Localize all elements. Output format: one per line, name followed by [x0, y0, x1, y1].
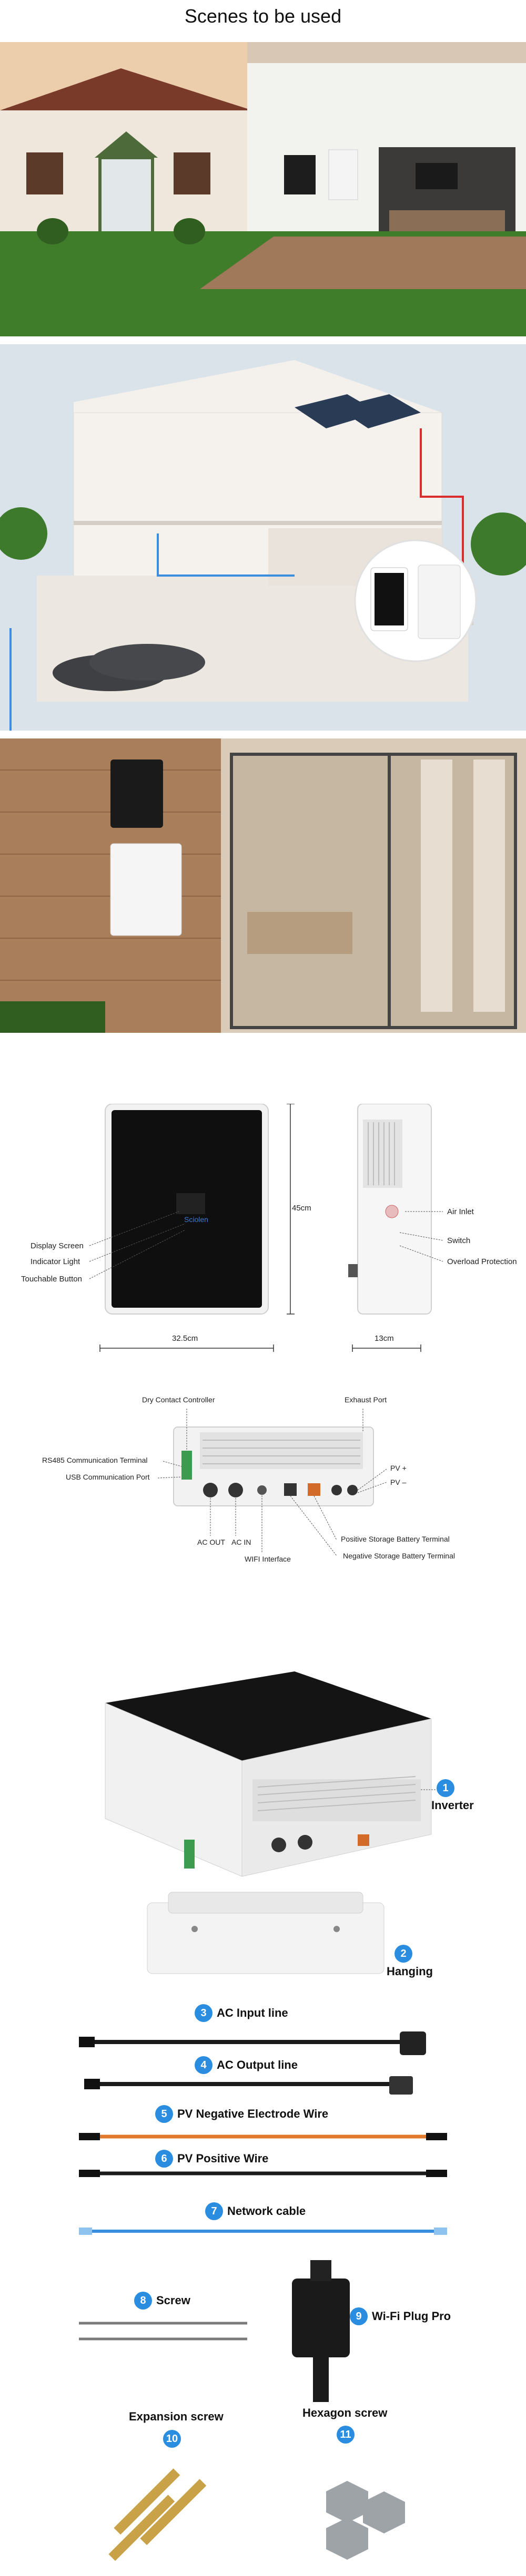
accessory-number-badge: 11	[337, 2426, 355, 2444]
dimension-diagram: 45cm 32.5cm 13cm Sciolen Display Screen …	[0, 1104, 526, 1377]
dimension-svg	[89, 1104, 443, 1352]
accessory-number-badge: 4	[195, 2056, 213, 2074]
accessory-number-badge: 7	[205, 2202, 223, 2220]
accessory-label-screw: Screw	[156, 2294, 190, 2307]
accessory-number-badge: 8	[134, 2292, 152, 2310]
accessory-item-2: 2	[394, 1945, 417, 1963]
callout-display-screen: Display Screen	[31, 1241, 84, 1250]
accessory-label-network-cable: Network cable	[227, 2204, 306, 2218]
callout-ac-in: AC IN	[231, 1538, 251, 1546]
accessory-number-badge: 10	[163, 2430, 181, 2448]
accessory-number-badge: 5	[155, 2105, 173, 2123]
callout-rs485: RS485 Communication Terminal	[42, 1456, 148, 1464]
accessory-item-5: 5 PV Negative Electrode Wire	[155, 2105, 328, 2123]
accessory-label-expansion-screw: Expansion screw	[129, 2410, 224, 2423]
accessory-label-pv-negative: PV Negative Electrode Wire	[177, 2107, 329, 2120]
wall-installation-illustration	[0, 738, 526, 1033]
accessories-section: 1 Inverter 2 Hanging 3 AC Input line 4 A…	[0, 1661, 526, 2576]
callout-wifi: WIFI Interface	[245, 1555, 291, 1563]
accessory-item-11: 11	[337, 2426, 359, 2444]
accessory-item-6: 6 PV Positive Wire	[155, 2150, 268, 2168]
depth-dimension: 13cm	[375, 1334, 394, 1343]
accessory-number-badge: 9	[350, 2307, 368, 2325]
ports-svg	[157, 1409, 387, 1556]
accessory-item-3: 3 AC Input line	[195, 2004, 288, 2022]
page-title: Scenes to be used	[184, 5, 342, 27]
callout-dry-contact: Dry Contact Controller	[142, 1395, 215, 1404]
accessory-item-1: 1	[437, 1779, 459, 1797]
accessory-label-inverter: Inverter	[431, 1799, 474, 1812]
house-exterior-illustration	[0, 42, 526, 336]
callout-touchable-button: Touchable Button	[21, 1275, 82, 1284]
callout-usb: USB Communication Port	[66, 1473, 150, 1481]
height-dimension: 45cm	[292, 1204, 311, 1213]
scene-house-cutaway	[0, 344, 526, 731]
accessory-item-9: 9 Wi-Fi Plug Pro	[350, 2307, 451, 2325]
accessory-item-7: 7 Network cable	[205, 2202, 306, 2220]
ports-diagram: Dry Contact Controller Exhaust Port RS48…	[0, 1388, 526, 1572]
width-dimension: 32.5cm	[172, 1334, 198, 1343]
accessory-number-badge: 2	[394, 1945, 412, 1963]
callout-negative-battery: Negative Storage Battery Terminal	[343, 1552, 455, 1560]
scene-house-exterior	[0, 42, 526, 336]
accessory-number-badge: 1	[437, 1779, 454, 1797]
callout-pv-minus: PV –	[390, 1478, 407, 1486]
callout-air-inlet: Air Inlet	[447, 1207, 474, 1216]
callout-ac-out: AC OUT	[197, 1538, 225, 1546]
accessories-svg	[79, 1671, 447, 2561]
accessory-label-ac-output: AC Output line	[217, 2058, 298, 2071]
scene-wall-installation	[0, 738, 526, 1033]
accessory-label-pv-positive: PV Positive Wire	[177, 2152, 269, 2165]
accessory-item-10: 10	[163, 2430, 185, 2448]
callout-pv-plus: PV +	[390, 1464, 407, 1472]
accessory-item-8: 8 Screw	[134, 2292, 190, 2310]
accessory-label-wifi-plug: Wi-Fi Plug Pro	[372, 2310, 451, 2323]
callout-positive-battery: Positive Storage Battery Terminal	[341, 1535, 450, 1543]
callout-switch: Switch	[447, 1236, 471, 1245]
callout-indicator-light: Indicator Light	[31, 1257, 80, 1266]
accessory-label-hexagon-screw: Hexagon screw	[302, 2406, 388, 2419]
callout-overload-protection: Overload Protection	[447, 1257, 517, 1266]
callout-exhaust-port: Exhaust Port	[345, 1395, 387, 1404]
brand-logo: Sciolen	[184, 1215, 208, 1224]
accessory-label-ac-input: AC Input line	[217, 2006, 288, 2019]
accessory-number-badge: 3	[195, 2004, 213, 2022]
house-cutaway-illustration	[0, 344, 526, 731]
accessory-item-4: 4 AC Output line	[195, 2056, 298, 2074]
accessory-label-hanging: Hanging	[387, 1965, 433, 1978]
accessory-number-badge: 6	[155, 2150, 173, 2168]
